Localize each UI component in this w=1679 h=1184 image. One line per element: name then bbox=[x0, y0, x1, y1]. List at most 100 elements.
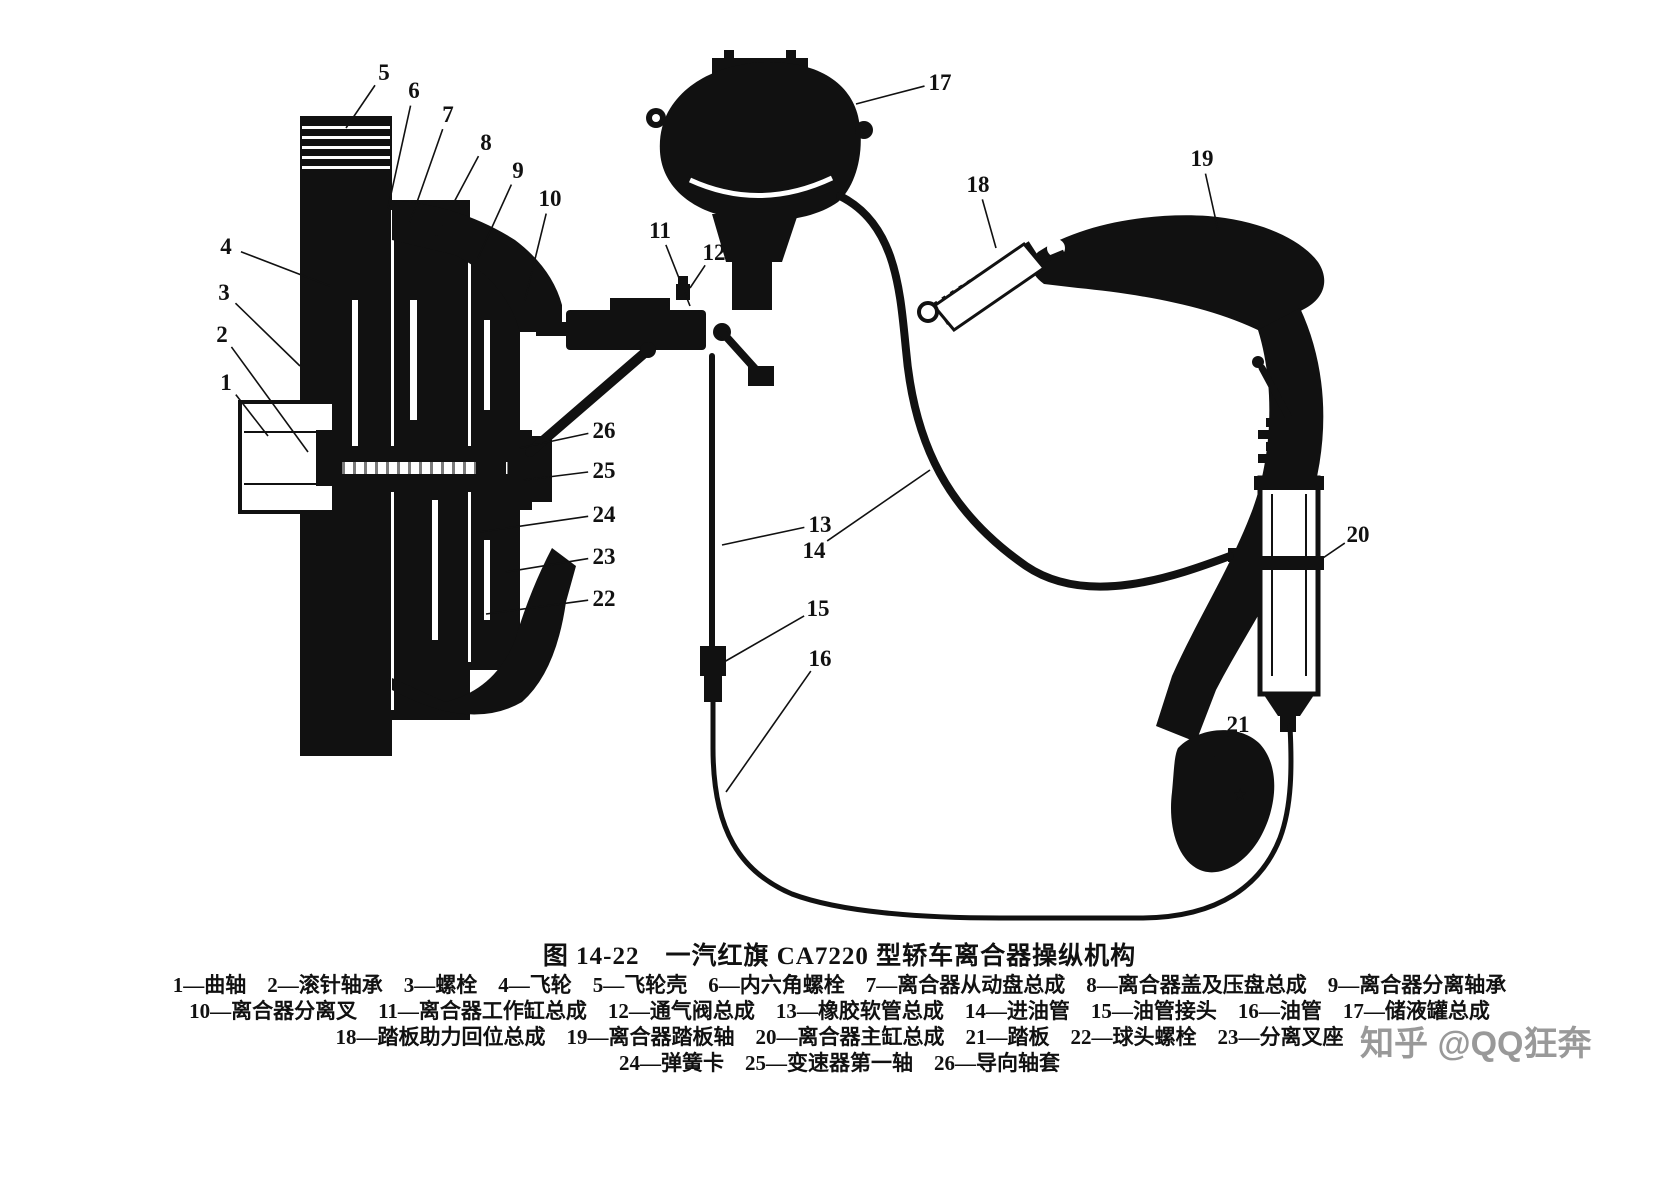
leader-line-4 bbox=[240, 250, 331, 287]
callout-number-15: 15 bbox=[807, 596, 830, 621]
pipe-union-nut bbox=[704, 676, 722, 702]
callout-number-4: 4 bbox=[220, 234, 232, 259]
leader-line-12 bbox=[689, 264, 706, 289]
guide-sleeve bbox=[476, 424, 506, 516]
legend: 1—曲轴 2—滚针轴承 3—螺栓 4—飞轮 5—飞轮壳 6—内六角螺栓 7—离合… bbox=[0, 972, 1679, 1076]
master-cylinder-assembly bbox=[1228, 418, 1324, 732]
rubber-hose bbox=[836, 192, 1234, 591]
working-cylinder-step bbox=[610, 298, 670, 312]
leader-line-8 bbox=[435, 155, 480, 237]
boot-rib bbox=[1258, 430, 1318, 439]
pushrod-boot bbox=[748, 366, 774, 386]
clutch-housing-lower-bell bbox=[392, 548, 576, 715]
leader-line-3 bbox=[234, 302, 301, 367]
oil-pipe-loop bbox=[710, 699, 1294, 921]
leader-line-26 bbox=[519, 432, 589, 449]
leader-line-19 bbox=[1204, 173, 1219, 231]
callout-layer: 1234567891011121314151617181920212223242… bbox=[216, 60, 1370, 793]
leader-line-23 bbox=[505, 557, 589, 573]
callout-number-7: 7 bbox=[442, 102, 454, 127]
pedal-arm bbox=[1156, 308, 1324, 742]
boot-rib bbox=[1258, 454, 1318, 463]
callout-number-21: 21 bbox=[1227, 712, 1250, 737]
cylinder-bottom-cone bbox=[1262, 692, 1316, 716]
pedal-pad bbox=[1171, 730, 1275, 873]
hoses-and-pipes bbox=[700, 192, 1294, 921]
callout-number-24: 24 bbox=[593, 502, 617, 527]
pipe-union bbox=[700, 646, 726, 676]
master-cylinder-pushrod bbox=[1258, 364, 1292, 420]
callout-number-25: 25 bbox=[593, 458, 616, 483]
reservoir-neck bbox=[712, 214, 798, 262]
reservoir-assembly bbox=[646, 50, 873, 310]
leader-line-11 bbox=[665, 244, 691, 307]
spring-hook bbox=[1039, 249, 1065, 265]
spring-outline bbox=[931, 241, 1047, 333]
leader-line-24 bbox=[479, 515, 589, 533]
callout-number-6: 6 bbox=[408, 78, 420, 103]
callout-number-5: 5 bbox=[378, 60, 390, 85]
bleed-valve-cap bbox=[678, 276, 688, 284]
master-cylinder-body bbox=[1257, 475, 1321, 697]
reservoir-dome bbox=[659, 62, 861, 221]
leader-line-15 bbox=[723, 615, 805, 663]
pedal-assembly bbox=[1031, 215, 1325, 873]
leader-line-7 bbox=[409, 128, 444, 223]
fork-link bbox=[718, 328, 762, 376]
working-cylinder-body bbox=[566, 310, 706, 350]
cylinder-top-cap bbox=[1254, 476, 1324, 490]
callout-number-13: 13 bbox=[809, 512, 832, 537]
callout-number-2: 2 bbox=[216, 322, 228, 347]
callout-number-17: 17 bbox=[929, 70, 952, 95]
callout-number-9: 9 bbox=[512, 158, 524, 183]
reservoir-ear-hole bbox=[652, 114, 660, 122]
leader-line-18 bbox=[981, 199, 997, 249]
figure-caption: 图 14-22 一汽红旗 CA7220 型轿车离合器操纵机构 bbox=[542, 943, 1137, 970]
leader-line-6 bbox=[387, 105, 412, 209]
callout-number-22: 22 bbox=[593, 586, 616, 611]
leader-line-17 bbox=[855, 85, 925, 105]
legend-row: 18—踏板助力回位总成 19—离合器踏板轴 20—离合器主缸总成 21—踏板 2… bbox=[335, 1025, 1344, 1049]
clutch-assembly-cross-section bbox=[238, 116, 576, 756]
leader-line-13 bbox=[721, 526, 805, 546]
legend-row: 10—离合器分离叉 11—离合器工作缸总成 12—通气阀总成 13—橡胶软管总成… bbox=[189, 999, 1490, 1023]
fork-pivot bbox=[640, 342, 656, 358]
callout-number-26: 26 bbox=[593, 418, 616, 443]
clutch-housing-upper-cover bbox=[392, 200, 562, 332]
callout-number-12: 12 bbox=[703, 240, 726, 265]
callout-number-11: 11 bbox=[649, 218, 671, 243]
boot-rib bbox=[1266, 442, 1310, 451]
leader-line-22 bbox=[485, 599, 589, 615]
needle-bearing bbox=[316, 430, 334, 486]
callout-number-18: 18 bbox=[967, 172, 990, 197]
leader-line-14 bbox=[826, 469, 931, 542]
callout-number-10: 10 bbox=[539, 186, 562, 211]
boot-rib bbox=[1266, 418, 1310, 427]
cylinder-mid-flange bbox=[1254, 556, 1324, 570]
legend-row: 24—弹簧卡 25—变速器第一轴 26—导向轴套 bbox=[619, 1051, 1060, 1075]
callout-number-23: 23 bbox=[593, 544, 616, 569]
working-cylinder-assembly bbox=[525, 276, 774, 457]
reservoir-ear bbox=[855, 121, 873, 139]
callout-number-20: 20 bbox=[1347, 522, 1370, 547]
reservoir-connector bbox=[732, 262, 772, 310]
mount-bolt bbox=[786, 50, 796, 58]
callout-number-14: 14 bbox=[803, 538, 827, 563]
mount-bolt bbox=[724, 50, 734, 58]
leader-line-9 bbox=[477, 184, 513, 259]
callout-number-8: 8 bbox=[480, 130, 492, 155]
callout-number-19: 19 bbox=[1191, 146, 1214, 171]
release-fork bbox=[525, 345, 653, 457]
spring-eye bbox=[917, 301, 939, 323]
leader-line-1 bbox=[235, 394, 269, 437]
callout-number-3: 3 bbox=[218, 280, 230, 305]
leader-line-10 bbox=[524, 213, 547, 301]
pushrod bbox=[536, 322, 566, 336]
watermark: 知乎 @QQ狂奔 bbox=[1360, 1025, 1592, 1063]
callout-number-16: 16 bbox=[809, 646, 832, 671]
leader-line-21 bbox=[1213, 736, 1230, 757]
return-spring-assembly bbox=[917, 241, 1065, 333]
inlet-fitting bbox=[1228, 548, 1258, 562]
leader-line-16 bbox=[725, 670, 812, 793]
